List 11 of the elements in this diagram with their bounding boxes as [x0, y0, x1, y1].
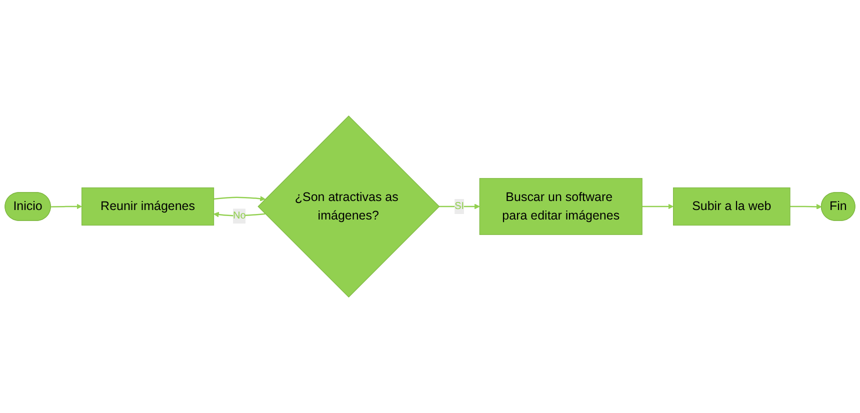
arrow — [50, 204, 82, 210]
node-box: Reunir imágenes — [81, 187, 214, 226]
node-box: Subir a la web — [673, 187, 790, 226]
edge-label: No — [233, 210, 246, 222]
node-diamond: ¿Son atractivas as imágenes? — [258, 115, 440, 298]
node-box: Buscar un software para editar imágenes — [479, 178, 642, 235]
arrow — [642, 204, 674, 210]
arrow — [214, 212, 266, 218]
arrow — [214, 196, 266, 202]
arrow — [790, 204, 822, 210]
edge-label: SI — [454, 200, 464, 212]
